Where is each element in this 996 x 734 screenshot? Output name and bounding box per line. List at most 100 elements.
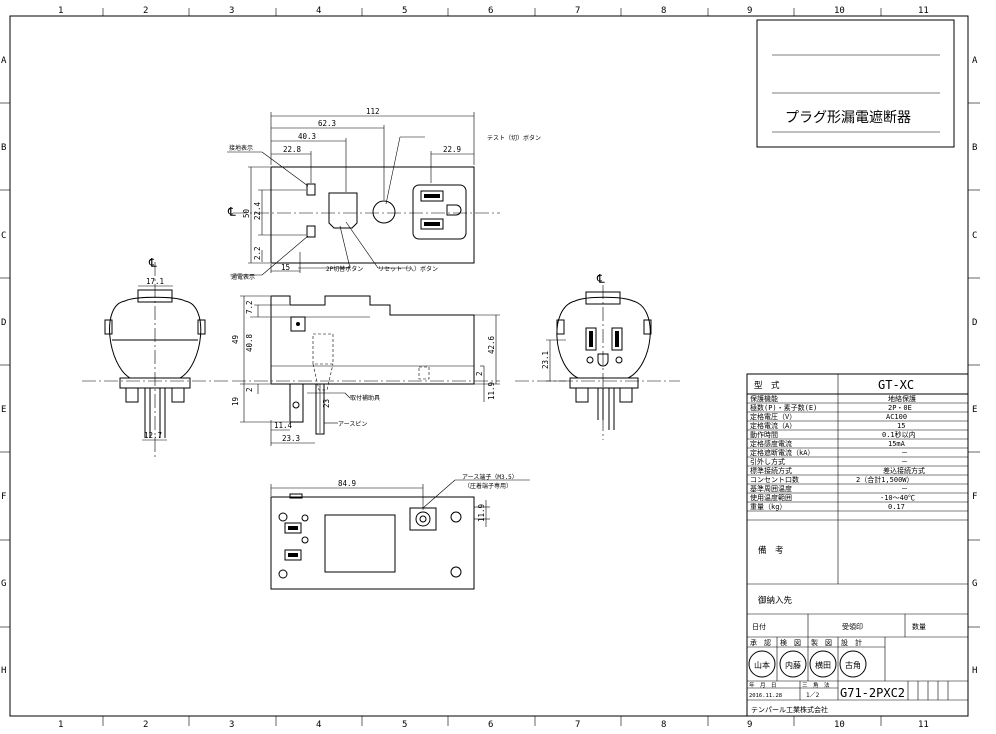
stamp — [839, 650, 867, 678]
col-label-bottom: 8 — [661, 720, 666, 730]
row-label-left: C — [1, 231, 6, 241]
dim-11-9-bottom: 11.9 — [477, 504, 486, 522]
col-label-bottom: 2 — [143, 720, 148, 730]
energized-indicator-lamp — [306, 225, 316, 238]
dim-11-9: 11.9 — [487, 382, 496, 400]
dim-49: 49 — [231, 335, 240, 344]
approval-stamps: 山本 内藤 横田 古角 — [748, 650, 867, 678]
date-label: 日付 — [752, 622, 766, 631]
col-label-top: 5 — [402, 6, 407, 16]
company-name: テンパール工業株式会社 — [751, 705, 828, 714]
spec-label: 定格感度電流 — [750, 439, 792, 448]
col-label-top: 3 — [229, 6, 234, 16]
row-label-right: D — [972, 318, 977, 328]
spec-label: 基準周囲温度 — [750, 484, 792, 493]
receipt-label: 受領印 — [842, 622, 863, 631]
grid-labels: 1 2 3 4 5 6 7 8 9 10 11 1 2 3 4 5 6 7 8 … — [1, 6, 978, 730]
row-label-left: D — [1, 318, 6, 328]
right-side-view: 23.1 ℄ — [515, 272, 680, 440]
col-label-bottom: 4 — [316, 720, 321, 730]
dim-7-2: 7.2 — [245, 300, 254, 314]
callout-earth-terminal: アース端子（M3.5） — [462, 473, 518, 481]
spec-label: 極数(P)・素子数(E) — [750, 403, 817, 412]
left-side-view: 17.1 12.7 ℄ — [82, 256, 230, 460]
row-label-left: A — [1, 56, 7, 66]
col-label-bottom: 10 — [834, 720, 845, 730]
ground-indicator-lamp — [306, 183, 316, 196]
dim-40-8: 40.8 — [245, 333, 254, 352]
spec-value: -10～40℃ — [880, 494, 915, 502]
dim-2-2: 2.2 — [253, 246, 262, 260]
col-label-top: 7 — [575, 6, 580, 16]
col-label-bottom: 11 — [918, 720, 929, 730]
dim-23-3: 23.3 — [282, 434, 300, 443]
col-label-bottom: 6 — [488, 720, 493, 730]
col-label-top: 11 — [918, 6, 929, 16]
col-label-bottom: 1 — [58, 720, 63, 730]
col-label-top: 2 — [143, 6, 148, 16]
callout-test-button: テスト（切）ボタン — [487, 134, 541, 142]
approval-label: 製 図 — [811, 638, 832, 647]
spec-value: － — [901, 449, 908, 457]
col-label-top: 6 — [488, 6, 493, 16]
col-label-bottom: 5 — [402, 720, 407, 730]
spec-label: コンセント口数 — [750, 475, 799, 484]
row-label-left: E — [1, 405, 6, 415]
row-label-right: H — [972, 666, 977, 676]
spec-label: 引外し方式 — [750, 457, 785, 466]
dim-2: 2 — [245, 387, 254, 392]
col-label-top: 8 — [661, 6, 666, 16]
col-label-bottom: 3 — [229, 720, 234, 730]
spec-header-label: 型 式 — [754, 380, 780, 391]
delivery-label: 御納入先 — [758, 595, 793, 606]
stamp-name: 内藤 — [785, 660, 801, 670]
spec-label: 定格遮断電流（kA） — [750, 448, 814, 457]
spec-label: 定格電流（A） — [750, 421, 796, 430]
date-value: 2016.11.28 — [749, 693, 782, 699]
stamp — [809, 650, 837, 678]
col-label-bottom: 9 — [747, 720, 752, 730]
dim-23-1: 23.1 — [541, 351, 550, 369]
approval-label: 承 認 — [750, 638, 771, 647]
col-label-top: 10 — [834, 6, 845, 16]
spec-value: 0.17 — [888, 503, 905, 511]
dim-11-4: 11.4 — [274, 421, 293, 430]
spec-label: 定格電圧（V） — [750, 412, 796, 421]
sheet-border — [0, 8, 980, 726]
spec-value: 15mA — [888, 440, 906, 448]
front-view: 7.2 49 40.8 19 2 23 11.4 23.3 42.6 2 11.… — [231, 295, 500, 446]
col-label-bottom: 7 — [575, 720, 580, 730]
stamp-name: 古角 — [845, 660, 861, 670]
spec-label: 標準接続方式 — [750, 466, 792, 475]
row-label-left: B — [1, 143, 6, 153]
qty-label: 数量 — [912, 622, 926, 631]
row-label-left: F — [1, 492, 6, 502]
spec-value: 2P・0E — [888, 404, 912, 412]
callout-2p-switch: 2P切替ボタン — [326, 265, 363, 273]
top-view: 112 62.3 40.3 22.8 22.9 50 22.4 2.2 15 ℄… — [227, 107, 541, 281]
row-label-right: C — [972, 231, 977, 241]
centerline-symbol-left: ℄ — [148, 256, 157, 270]
row-label-left: H — [1, 666, 6, 676]
row-label-right: A — [972, 56, 978, 66]
dim-50: 50 — [242, 208, 251, 218]
col-label-top: 1 — [58, 6, 63, 16]
test-button-circle — [372, 200, 396, 224]
spec-value: 15 — [897, 422, 905, 430]
col-label-top: 9 — [747, 6, 752, 16]
spec-value: 0.1秒以内 — [882, 430, 916, 439]
date-header: 年 月 日 — [749, 681, 777, 689]
switch-2p-button — [328, 192, 358, 229]
remarks-label: 備 考 — [758, 545, 784, 556]
row-label-right: G — [972, 579, 977, 589]
row-label-left: G — [1, 579, 6, 589]
title-box: プラグ形漏電遮断器 — [756, 19, 955, 148]
dim-22-4: 22.4 — [253, 201, 262, 220]
dim-84-9: 84.9 — [338, 479, 356, 488]
dim-2b: 2 — [475, 371, 484, 376]
dim-23: 23 — [322, 399, 331, 408]
callout-reset-button: リセット（入）ボタン — [378, 265, 438, 273]
spec-value: AC100 — [886, 413, 907, 421]
dim-62-3: 62.3 — [318, 119, 336, 128]
